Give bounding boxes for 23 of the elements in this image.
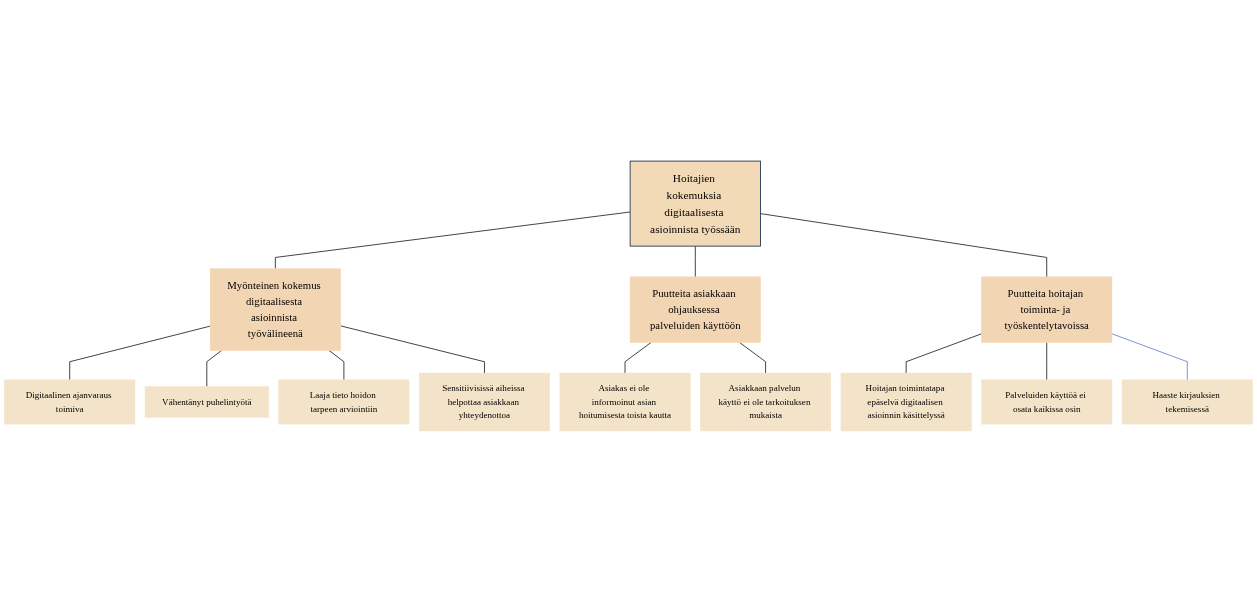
node-box: Asiakas ei ole informoinut asian hoitumisesta toista kautta <box>559 372 691 432</box>
connector <box>1111 333 1188 381</box>
connector <box>275 211 631 270</box>
node-box: Vähentänyt puhelintyötä <box>144 386 269 418</box>
node-box: Asiakkaan palvelun käyttö ei ole tarkoituksen mukaista <box>700 372 832 432</box>
node-box: Puutteita hoitajan toiminta- ja työskentelytavoissa <box>981 276 1113 343</box>
connector <box>624 341 652 374</box>
connector <box>905 333 982 374</box>
node-box: Puutteita asiakkaan ohjauksessa palveluiden käyttöön <box>629 276 761 343</box>
node-box: Hoitajien kokemuksia digitaalisesta asioinnista työssään <box>629 160 761 247</box>
connector <box>760 213 1048 278</box>
node-box: Digitaalinen ajanvaraus toimiva <box>4 379 136 425</box>
connector <box>206 350 223 388</box>
node-box: Haaste kirjauksien tekemisessä <box>1121 379 1253 425</box>
connector <box>340 325 485 374</box>
node-box: Myönteinen kokemus digitaalisesta asioinnista työvälineenä <box>209 268 341 351</box>
connector <box>69 325 211 381</box>
connector <box>739 341 766 374</box>
connector <box>328 350 345 381</box>
node-box: Sensitiivisissä aiheissa helpottaa asiakkaan yhteydenottoa <box>419 372 550 432</box>
node-box: Palveluiden käyttöä ei osata kaikissa osin <box>981 379 1113 425</box>
node-box: Laaja tieto hoidon tarpeen arviointiin <box>278 379 410 425</box>
node-box: Hoitajan toimintatapa epäselvä digitaalisen asioinnin käsittelyssä <box>840 372 972 432</box>
